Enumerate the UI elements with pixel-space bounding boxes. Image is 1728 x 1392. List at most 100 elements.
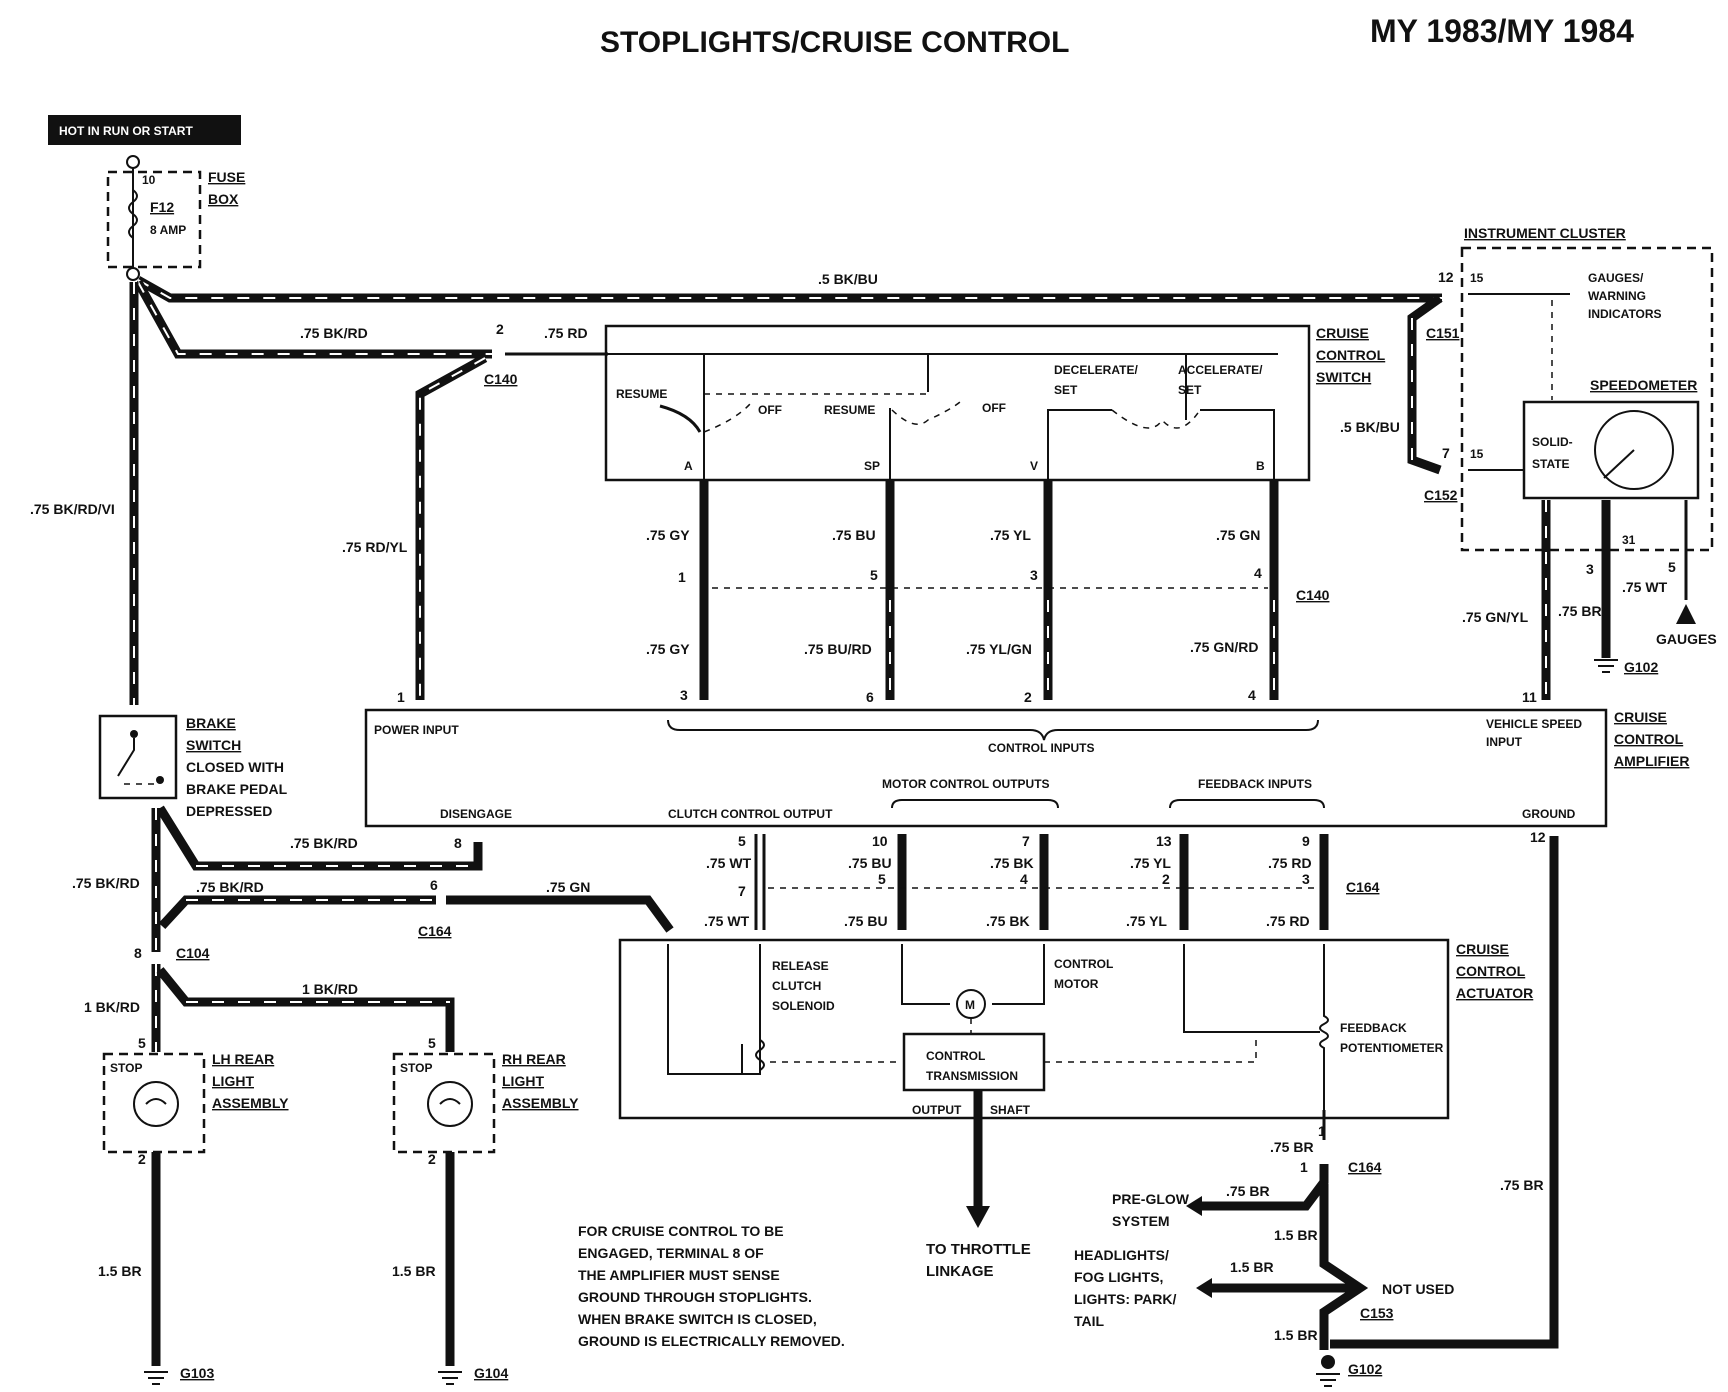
wire-label-br-15-lh: 1.5 BR [98, 1263, 142, 1279]
amp-label-1: CRUISE [1614, 709, 1667, 725]
pin-d4: 4 [1020, 871, 1028, 887]
diagram-title: STOPLIGHTS/CRUISE CONTROL [600, 26, 1069, 59]
wire-bk-bu-side [1407, 294, 1443, 475]
wire-label-wt-cluster: .75 WT [1622, 579, 1668, 595]
lh-label-1: LH REAR [212, 1051, 274, 1067]
switch-resume-a: RESUME [616, 387, 667, 401]
cluster-pin-15b: 15 [1470, 447, 1484, 461]
brake-label-2: SWITCH [186, 737, 241, 753]
switch-off-b: OFF [982, 401, 1006, 415]
brake-label-3: CLOSED WITH [186, 759, 284, 775]
fuse-top-terminal [126, 155, 140, 169]
wire-label-rd-top: .75 RD [544, 325, 588, 341]
clutch-solenoid-coil [755, 1039, 765, 1071]
motor-symbol: M [965, 998, 975, 1012]
throttle-label-2: LINKAGE [926, 1263, 994, 1280]
trans-label-2: TRANSMISSION [926, 1069, 1018, 1083]
cluster-label: INSTRUMENT CLUSTER [1464, 225, 1626, 241]
actuator-label-1: CRUISE [1456, 941, 1509, 957]
solid-state-2: STATE [1532, 457, 1570, 471]
amp-disengage: DISENGAGE [440, 807, 512, 821]
motor-outputs-brace [891, 799, 1059, 809]
fuse-box-label-2: BOX [208, 191, 239, 207]
pin-a4: 4 [1248, 687, 1256, 703]
wire-label-rd-yl: .75 RD/YL [342, 539, 408, 555]
wire-label-gn: .75 GN [1216, 527, 1260, 543]
rh-bulb [427, 1081, 473, 1127]
connector-c104: C104 [176, 945, 210, 961]
wire-label-br-15-c: 1.5 BR [1274, 1327, 1318, 1343]
pin-a11: 11 [1522, 689, 1537, 705]
amp-vehicle-speed-1: VEHICLE SPEED [1486, 717, 1582, 731]
pin-c140-2: 2 [496, 321, 504, 337]
pin-c152-7: 7 [1442, 445, 1450, 461]
throttle-arrow [966, 1206, 990, 1228]
wire-label-rd-b: .75 RD [1266, 913, 1310, 929]
amp-clutch-output: CLUTCH CONTROL OUTPUT [668, 807, 833, 821]
note-line-1: FOR CRUISE CONTROL TO BE [578, 1223, 784, 1239]
feedback-label-1: FEEDBACK [1340, 1021, 1407, 1035]
wire-label-yl-gn: .75 YL/GN [966, 641, 1032, 657]
pin-l5: 5 [138, 1035, 146, 1051]
lh-label-3: ASSEMBLY [212, 1095, 289, 1111]
connector-c153: C153 [1360, 1305, 1394, 1321]
switch-accel-1: ACCELERATE/ [1178, 363, 1263, 377]
connector-c140-top: C140 [484, 371, 518, 387]
feedback-inputs-brace [1169, 799, 1325, 809]
resume-a-arm [703, 403, 751, 433]
pin-k1: 1 [1318, 1123, 1326, 1139]
actuator-label-3: ACTUATOR [1456, 985, 1533, 1001]
solid-state-1: SOLID- [1532, 435, 1573, 449]
not-used-label: NOT USED [1382, 1281, 1454, 1297]
switch-label-1: CRUISE [1316, 325, 1369, 341]
rh-label-2: LIGHT [502, 1073, 544, 1089]
wire-gn-mid [446, 895, 674, 933]
preglow-label-2: SYSTEM [1112, 1213, 1170, 1229]
connector-c164-left: C164 [418, 923, 452, 939]
pin-d7b: 7 [1022, 833, 1030, 849]
pin-d7: 7 [738, 883, 746, 899]
amp-power-input: POWER INPUT [374, 723, 459, 737]
connector-c164-mid: C164 [1346, 879, 1380, 895]
wire-label-wt-b: .75 WT [704, 913, 750, 929]
wire-br-15-a [1319, 1184, 1369, 1350]
pin-d2: 2 [1162, 871, 1170, 887]
throttle-label-1: TO THROTTLE [926, 1241, 1031, 1258]
ground-g102-label: G102 [1348, 1361, 1382, 1377]
wire-label-bk-rd-1: 1 BK/RD [84, 999, 140, 1015]
release-label-2: CLUTCH [772, 979, 821, 993]
model-years: MY 1983/MY 1984 [1370, 13, 1634, 49]
switch-pin-sp: SP [864, 459, 880, 473]
pin-d5: 5 [738, 833, 746, 849]
wire-bk-rd-mid [158, 895, 436, 930]
pin-c140-5: 5 [870, 567, 878, 583]
speedometer-label: SPEEDOMETER [1590, 377, 1697, 393]
headlights-label-3: LIGHTS: PARK/ [1074, 1291, 1177, 1307]
release-label-3: SOLENOID [772, 999, 835, 1013]
fuse-pin: 10 [142, 173, 156, 187]
pin-d9: 9 [1302, 833, 1310, 849]
output-shaft-2: SHAFT [990, 1103, 1031, 1117]
brake-switch [98, 714, 178, 800]
fuse-box [106, 170, 202, 269]
amp-control-inputs: CONTROL INPUTS [988, 741, 1094, 755]
pin-d12: 12 [1530, 829, 1546, 845]
lh-label-2: LIGHT [212, 1073, 254, 1089]
pin-d13: 13 [1156, 833, 1172, 849]
fuse-bottom-terminal [126, 267, 140, 281]
wire-label-bk-rd-vi: .75 BK/RD/VI [30, 501, 115, 517]
amp-vehicle-speed-2: INPUT [1486, 735, 1523, 749]
wire-label-br-15-a: 1.5 BR [1274, 1227, 1318, 1243]
connector-c152: C152 [1424, 487, 1458, 503]
pin-l2: 2 [138, 1151, 146, 1167]
wire-label-bu: .75 BU [832, 527, 876, 543]
pin-a2: 2 [1024, 689, 1032, 705]
brake-label-4: BRAKE PEDAL [186, 781, 288, 797]
speedometer-box [1522, 400, 1700, 500]
gauges-label-1: GAUGES/ [1588, 271, 1644, 285]
pin-d10: 10 [872, 833, 888, 849]
pin-d3: 3 [1302, 871, 1310, 887]
gauges-label-2: WARNING [1588, 289, 1646, 303]
ground-g103-label: G103 [180, 1365, 214, 1381]
cluster-pin-15a: 15 [1470, 271, 1484, 285]
